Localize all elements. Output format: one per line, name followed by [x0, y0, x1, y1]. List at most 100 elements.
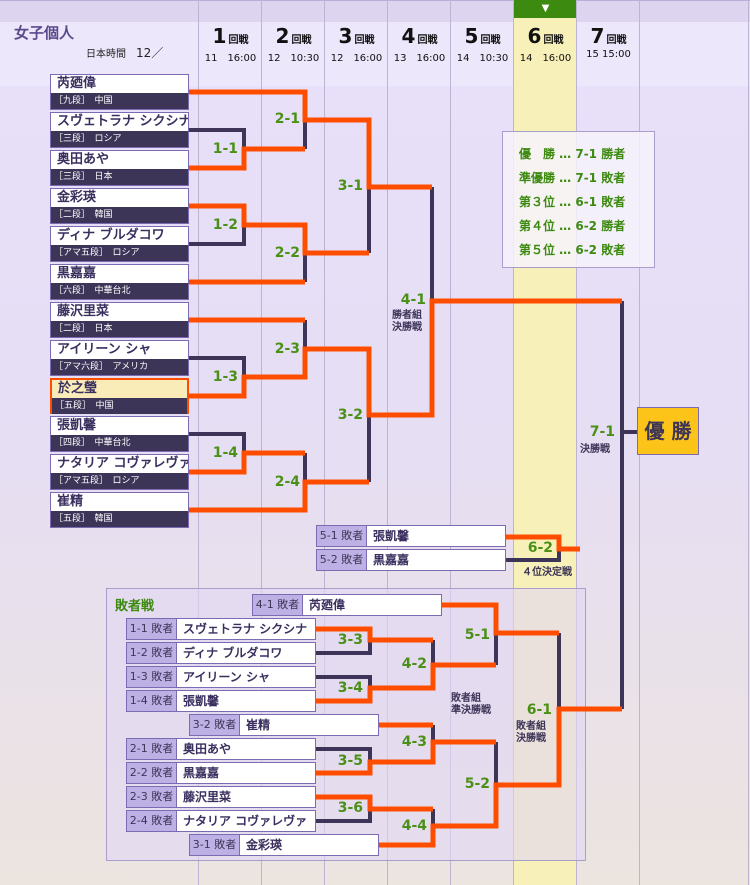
loss-source-label: 2-2 敗者 — [127, 763, 177, 783]
loss-source-label: 3-2 敗者 — [190, 715, 240, 735]
loss-source-label: 1-1 敗者 — [127, 619, 177, 639]
player-name: スヴェトラナ シクシナ — [183, 622, 308, 636]
losers-bracket-row: 1-3 敗者アイリーン シャ — [126, 666, 316, 688]
player-name: ナタリア コヴァレヴァ — [183, 814, 308, 828]
ranking-legend: 優 勝 … 7-1 勝者 準優勝 … 7-1 敗者 第３位 … 6-1 敗者 第… — [502, 131, 655, 268]
losers-bracket-row: 4-1 敗者芮廼偉 — [252, 594, 442, 616]
player-rank-country: ［五段］ 中国 — [52, 398, 187, 414]
player-entry: 於之瑩［五段］ 中国 — [50, 378, 189, 414]
loser-lines — [189, 120, 637, 826]
player-name: 奥田あや — [183, 742, 232, 756]
player-name: 黒嘉嘉 — [183, 766, 220, 780]
match-label-2-2: 2-2 — [274, 245, 300, 261]
fourth-place-note: ４位決定戦 — [522, 567, 572, 578]
jst-label: 日本時間 12／ — [86, 46, 164, 60]
player-name: 崔精 — [246, 718, 271, 732]
page-title: 女子個人 — [14, 24, 75, 42]
player-name: 於之瑩 — [52, 380, 187, 398]
player-entry: 藤沢里菜 ［二段］ 日本 — [50, 302, 189, 338]
legend-item: 準優勝 … 7-1 敗者 — [519, 171, 626, 185]
losers-bracket-row: 1-1 敗者スヴェトラナ シクシナ — [126, 618, 316, 640]
loss-source-label: 4-1 敗者 — [253, 595, 303, 615]
player-name: 藤沢里菜 — [57, 304, 110, 319]
match-label-1-4: 1-4 — [212, 445, 238, 461]
player-rank-country: ［九段］ 中国 — [51, 93, 188, 109]
player-name: 崔精 — [57, 494, 84, 509]
losers-final-note: 敗者組決勝戦 — [516, 721, 546, 744]
player-rank-country: ［三段］ 日本 — [51, 169, 188, 185]
player-rank-country: ［アマ六段］ アメリカ — [51, 359, 188, 375]
match-label-3-1: 3-1 — [337, 178, 363, 194]
player-name: 金彩瑛 — [246, 838, 283, 852]
legend-item: 第４位 … 6-2 勝者 — [519, 219, 626, 233]
player-entry: ディナ ブルダコワ［アマ五段］ ロシア — [50, 226, 189, 262]
match-label-1-2: 1-2 — [212, 217, 238, 233]
loss-source-label: 3-1 敗者 — [190, 835, 240, 855]
final-note: 決勝戦 — [580, 444, 610, 455]
current-round-marker: ▼ — [514, 0, 577, 18]
match-label-3-4: 3-4 — [337, 680, 363, 696]
player-name: 芮廼偉 — [57, 76, 97, 91]
player-entry: スヴェトラナ シクシナ ［三段］ ロシア — [50, 112, 189, 148]
player-name: ディナ ブルダコワ — [183, 646, 283, 660]
match-label-1-3: 1-3 — [212, 369, 238, 385]
loss-source-label: 2-1 敗者 — [127, 739, 177, 759]
player-name: 黒嘉嘉 — [57, 266, 97, 281]
legend-item: 優 勝 … 7-1 勝者 — [519, 147, 626, 161]
match-label-4-2: 4-2 — [401, 656, 427, 672]
player-entry: 金彩瑛 ［二段］ 韓国 — [50, 188, 189, 224]
fourth-place-row: 5-1 敗者張凱馨 — [316, 525, 506, 547]
match-label-5-2: 5-2 — [464, 776, 490, 792]
player-name: ナタリア コヴァレヴァ — [57, 456, 188, 471]
loss-source-label: 2-3 敗者 — [127, 787, 177, 807]
player-entry: アイリーン シャ ［アマ六段］ アメリカ — [50, 340, 189, 376]
winners-final-note: 勝者組決勝戦 — [392, 310, 422, 333]
match-label-3-5: 3-5 — [337, 753, 363, 769]
match-label-4-1: 4-1 — [400, 292, 426, 308]
player-rank-country: ［四段］ 中華台北 — [51, 435, 188, 451]
match-label-2-4: 2-4 — [274, 474, 300, 490]
player-name: ディナ ブルダコワ — [57, 228, 165, 243]
fourth-place-row: 5-2 敗者黒嘉嘉 — [316, 549, 506, 571]
player-name: 張凱馨 — [183, 694, 220, 708]
match-label-5-1: 5-1 — [464, 627, 490, 643]
losers-bracket-title: 敗者戦 — [115, 599, 155, 614]
match-label-6-2: 6-2 — [527, 540, 553, 556]
player-name: 金彩瑛 — [57, 190, 97, 205]
champion-box: 優 勝 — [637, 407, 699, 455]
player-name: スヴェトラナ シクシナ — [57, 114, 188, 129]
match-label-2-3: 2-3 — [274, 341, 300, 357]
player-rank-country: ［三段］ ロシア — [51, 131, 188, 147]
loss-source-label: 2-4 敗者 — [127, 811, 177, 831]
losers-bracket-row: 2-3 敗者藤沢里菜 — [126, 786, 316, 808]
losers-bracket-row: 2-4 敗者ナタリア コヴァレヴァ — [126, 810, 316, 832]
losers-bracket-row: 1-2 敗者ディナ ブルダコワ — [126, 642, 316, 664]
losers-bracket-row: 3-2 敗者崔精 — [189, 714, 379, 736]
player-name: アイリーン シャ — [57, 342, 152, 357]
player-entry: ナタリア コヴァレヴァ ［アマ五段］ ロシア — [50, 454, 189, 490]
loss-source-label: 1-2 敗者 — [127, 643, 177, 663]
match-label-2-1: 2-1 — [274, 111, 300, 127]
player-entry: 崔精［五段］ 韓国 — [50, 492, 189, 528]
player-name: 奥田あや — [57, 152, 110, 167]
player-name: 芮廼偉 — [309, 598, 346, 612]
player-rank-country: ［アマ五段］ ロシア — [51, 473, 188, 489]
match-label-4-3: 4-3 — [401, 734, 427, 750]
player-rank-country: ［二段］ 韓国 — [51, 207, 188, 223]
player-rank-country: ［二段］ 日本 — [51, 321, 188, 337]
legend-item: 第３位 … 6-1 敗者 — [519, 195, 626, 209]
match-label-3-2: 3-2 — [337, 407, 363, 423]
loss-source-label: 1-4 敗者 — [127, 691, 177, 711]
losers-bracket-row: 3-1 敗者金彩瑛 — [189, 834, 379, 856]
match-label-6-1: 6-1 — [526, 702, 552, 718]
match-label-4-4: 4-4 — [401, 818, 427, 834]
player-name: アイリーン シャ — [183, 670, 270, 684]
